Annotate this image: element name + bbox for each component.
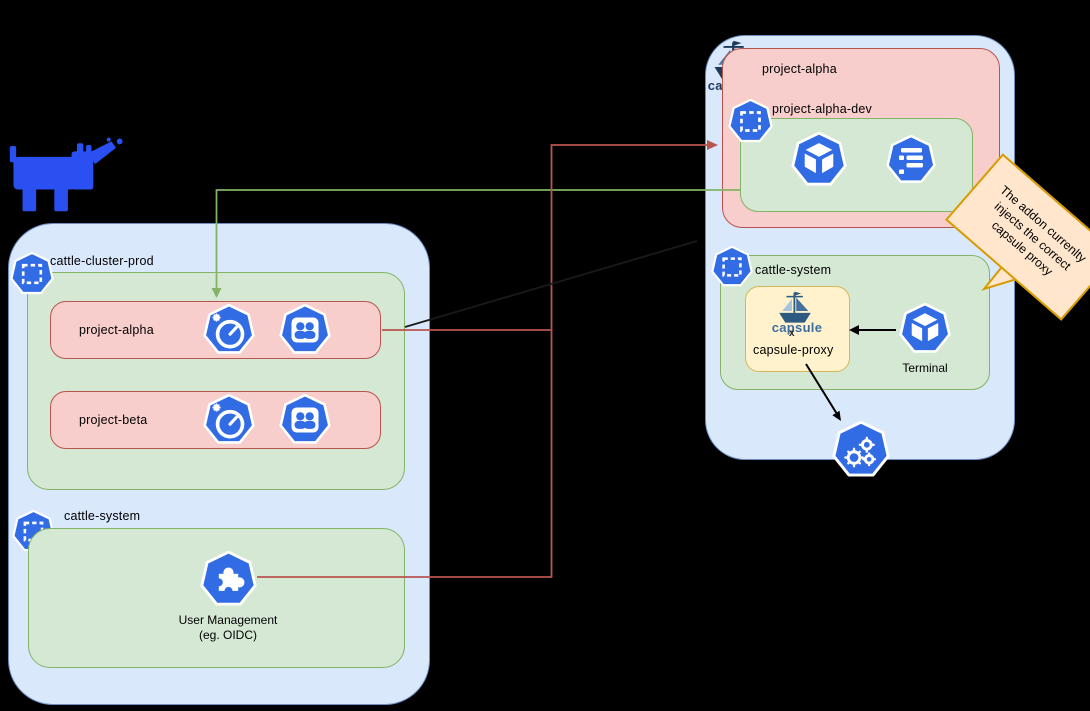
capsule-ship-icon — [779, 291, 811, 323]
user-management-sublabel: (eg. OIDC) — [198, 628, 257, 642]
namespace-icon — [10, 252, 54, 295]
terminal-label: Terminal — [902, 361, 948, 375]
pod-cube-icon — [791, 132, 847, 186]
users-group-icon — [279, 394, 331, 444]
rancher-logo-icon — [9, 137, 123, 212]
project-beta-label: project-beta — [79, 413, 148, 427]
namespace-icon — [728, 99, 773, 143]
left-cluster-title: cattle-cluster-prod — [50, 254, 154, 268]
capsule-wordmark: capsule — [771, 320, 823, 335]
capsule-x-mark: x — [789, 328, 795, 339]
capsule-proxy-label: capsule-proxy — [753, 343, 834, 357]
manifest-list-icon — [886, 135, 936, 183]
control-plane-gears-icon — [832, 421, 890, 477]
terminal-pod-icon — [899, 303, 951, 353]
right-project-alpha-label: project-alpha — [762, 62, 837, 76]
project-alpha-dev-box — [740, 118, 973, 212]
right-cattle-system-label: cattle-system — [755, 263, 832, 277]
resource-limits-gauge-icon — [203, 304, 255, 354]
user-management-label: User Management — [178, 613, 278, 627]
project-alpha-label: project-alpha — [79, 323, 154, 337]
users-group-icon — [279, 304, 331, 354]
user-management-puzzle-icon — [200, 551, 257, 606]
project-alpha-dev-label: project-alpha-dev — [772, 102, 872, 116]
black-link-line — [404, 240, 698, 328]
namespace-icon — [711, 246, 753, 287]
left-cattle-system-label: cattle-system — [64, 509, 141, 523]
resource-limits-gauge-icon — [203, 394, 255, 444]
